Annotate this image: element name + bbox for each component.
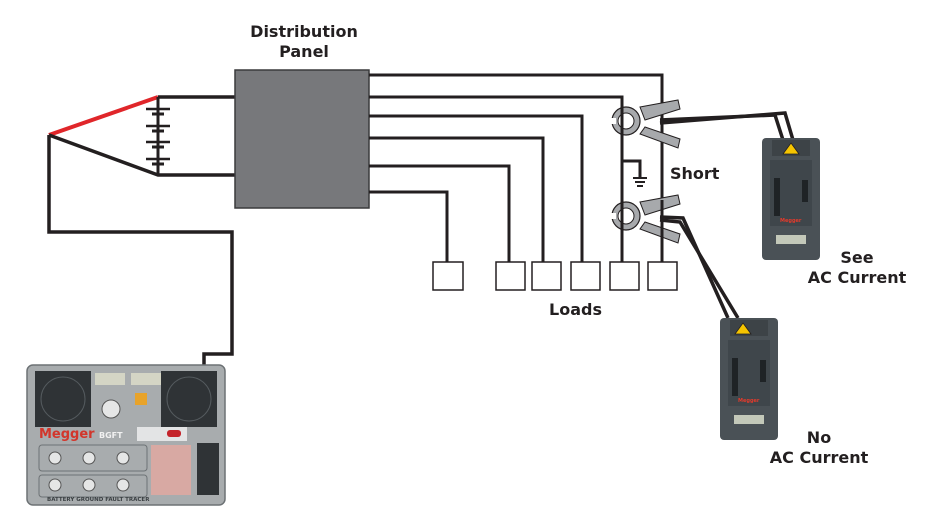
load-box-4 (570, 261, 601, 291)
load-box-2 (495, 261, 526, 291)
load-box-1 (432, 261, 464, 291)
panel-title-line-2: Panel (279, 42, 329, 61)
feeder-wire-2 (369, 164, 511, 262)
transmitter-model: BGFT (99, 431, 123, 440)
receiver-bottom-brand: Megger (738, 398, 760, 404)
transmitter-brand: Megger (39, 427, 95, 442)
fan-icon (161, 371, 217, 427)
knob-icon (101, 399, 121, 419)
loads-label: Loads (549, 300, 602, 319)
load-box-6 (647, 261, 678, 291)
distribution-panel (234, 69, 370, 209)
warning-icon (782, 142, 800, 155)
bgft-transmitter: Megger BGFT BATTERY GROUND FAULT TRACER (26, 364, 226, 506)
see-ac-current-label: See AC Current (806, 248, 908, 288)
load-box-3 (531, 261, 562, 291)
battery-icon (146, 97, 170, 175)
distribution-panel-title: Distribution Panel (244, 22, 364, 62)
feeder-wire-3 (369, 136, 545, 262)
see-label-line-1: See (840, 248, 874, 267)
receiver-top: Megger (762, 138, 820, 260)
receiver-bottom-lead (659, 215, 730, 319)
panel-title-line-1: Distribution (250, 22, 358, 41)
no-label-line-2: AC Current (769, 448, 869, 467)
current-clamp-bottom[interactable] (610, 194, 681, 244)
load-box-5 (609, 261, 640, 291)
negative-lead-wire (48, 133, 235, 177)
no-label-line-1: No (806, 428, 832, 447)
receiver-bottom: Megger (720, 318, 778, 440)
warning-icon (734, 322, 752, 335)
fan-icon (35, 371, 91, 427)
feeder-wire-6 (369, 73, 664, 262)
see-label-line-2: AC Current (807, 268, 907, 287)
current-clamp-top[interactable] (610, 99, 681, 149)
short-label: Short (670, 164, 720, 183)
no-ac-current-label: No AC Current (768, 428, 870, 468)
ground-fault-short (622, 159, 647, 187)
receiver-bottom-lead-2 (659, 218, 740, 319)
feeder-wire-1 (369, 190, 449, 262)
feeder-wire-5 (369, 95, 624, 262)
receiver-top-brand: Megger (780, 218, 802, 224)
positive-lead-wire (48, 95, 159, 137)
transmitter-name: BATTERY GROUND FAULT TRACER (47, 497, 150, 503)
receiver-top-lead-2 (659, 111, 795, 141)
feeder-wire-4 (369, 114, 584, 262)
